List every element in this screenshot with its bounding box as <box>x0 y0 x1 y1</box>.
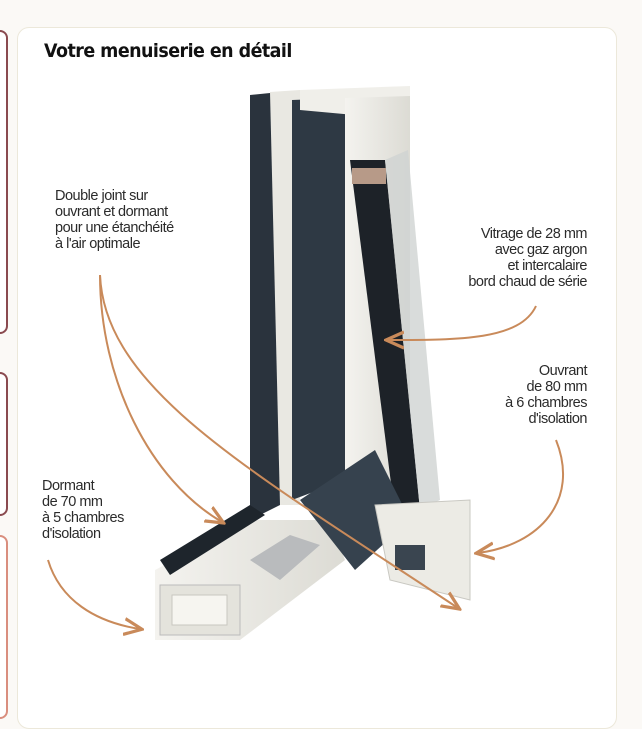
page-title: Votre menuiserie en détail <box>44 40 292 62</box>
window-profile-illustration <box>47 86 565 640</box>
callout-dormant: Dormant de 70 mm à 5 chambres d'isolatio… <box>42 478 124 542</box>
callout-double-joint: Double joint sur ouvrant et dormant pour… <box>55 188 174 252</box>
callout-ouvrant: Ouvrant de 80 mm à 6 chambres d'isolatio… <box>505 363 587 427</box>
callout-vitrage: Vitrage de 28 mm avec gaz argon et inter… <box>468 226 587 290</box>
